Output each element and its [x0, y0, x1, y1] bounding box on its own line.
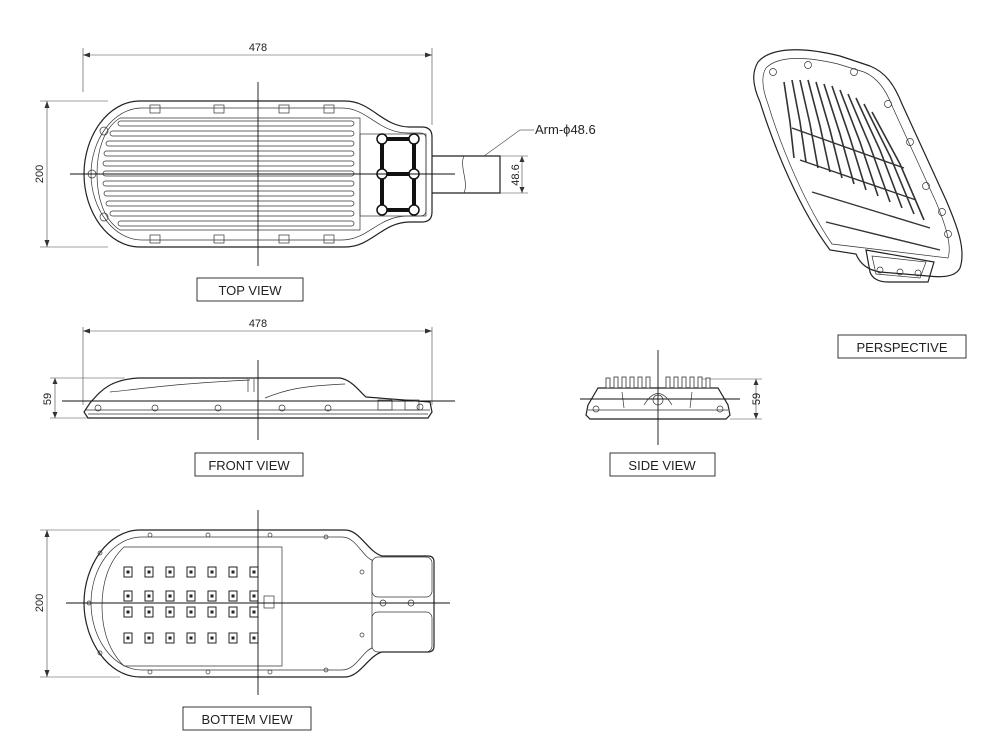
bottom-view: 200 BOTTEM VIEW — [34, 510, 450, 731]
led-chip — [252, 570, 256, 574]
side-height-dimension: 59 — [751, 393, 763, 405]
led-chip — [252, 594, 256, 598]
led-chip — [189, 594, 193, 598]
bottom-width-dimension: 200 — [34, 594, 46, 612]
led-chip — [231, 594, 235, 598]
arm-callout: Arm-ϕ48.6 — [535, 122, 596, 137]
front-height-dimension: 59 — [42, 393, 54, 405]
top-view-label: TOP VIEW — [218, 283, 282, 298]
bottom-view-label: BOTTEM VIEW — [202, 712, 294, 727]
led-chip — [210, 610, 214, 614]
led-chip — [168, 636, 172, 640]
front-length-dimension: 478 — [249, 318, 267, 330]
led-grid — [123, 566, 259, 644]
led-chip — [168, 594, 172, 598]
top-width-dimension: 200 — [34, 165, 46, 183]
led-chip — [231, 636, 235, 640]
led-chip — [231, 610, 235, 614]
led-chip — [147, 636, 151, 640]
side-view-label: SIDE VIEW — [628, 458, 696, 473]
arm-diameter-dimension: 48.6 — [510, 164, 522, 185]
front-view: 478 59 FRONT VIEW — [42, 318, 455, 477]
led-chip — [168, 570, 172, 574]
top-view: 478 200 — [34, 42, 596, 302]
led-chip — [252, 636, 256, 640]
led-chip — [126, 610, 130, 614]
led-chip — [126, 594, 130, 598]
led-chip — [210, 570, 214, 574]
side-view: 59 SIDE VIEW — [580, 350, 763, 477]
perspective-label: PERSPECTIVE — [856, 340, 947, 355]
front-view-label: FRONT VIEW — [208, 458, 290, 473]
led-chip — [189, 570, 193, 574]
led-chip — [189, 610, 193, 614]
led-chip — [126, 570, 130, 574]
led-chip — [147, 610, 151, 614]
top-length-dimension: 478 — [249, 42, 267, 54]
led-chip — [168, 610, 172, 614]
led-chip — [252, 610, 256, 614]
led-chip — [126, 636, 130, 640]
led-chip — [189, 636, 193, 640]
led-chip — [210, 594, 214, 598]
led-chip — [231, 570, 235, 574]
led-chip — [210, 636, 214, 640]
led-chip — [147, 594, 151, 598]
led-chip — [147, 570, 151, 574]
perspective-view: PERSPECTIVE — [753, 49, 967, 359]
